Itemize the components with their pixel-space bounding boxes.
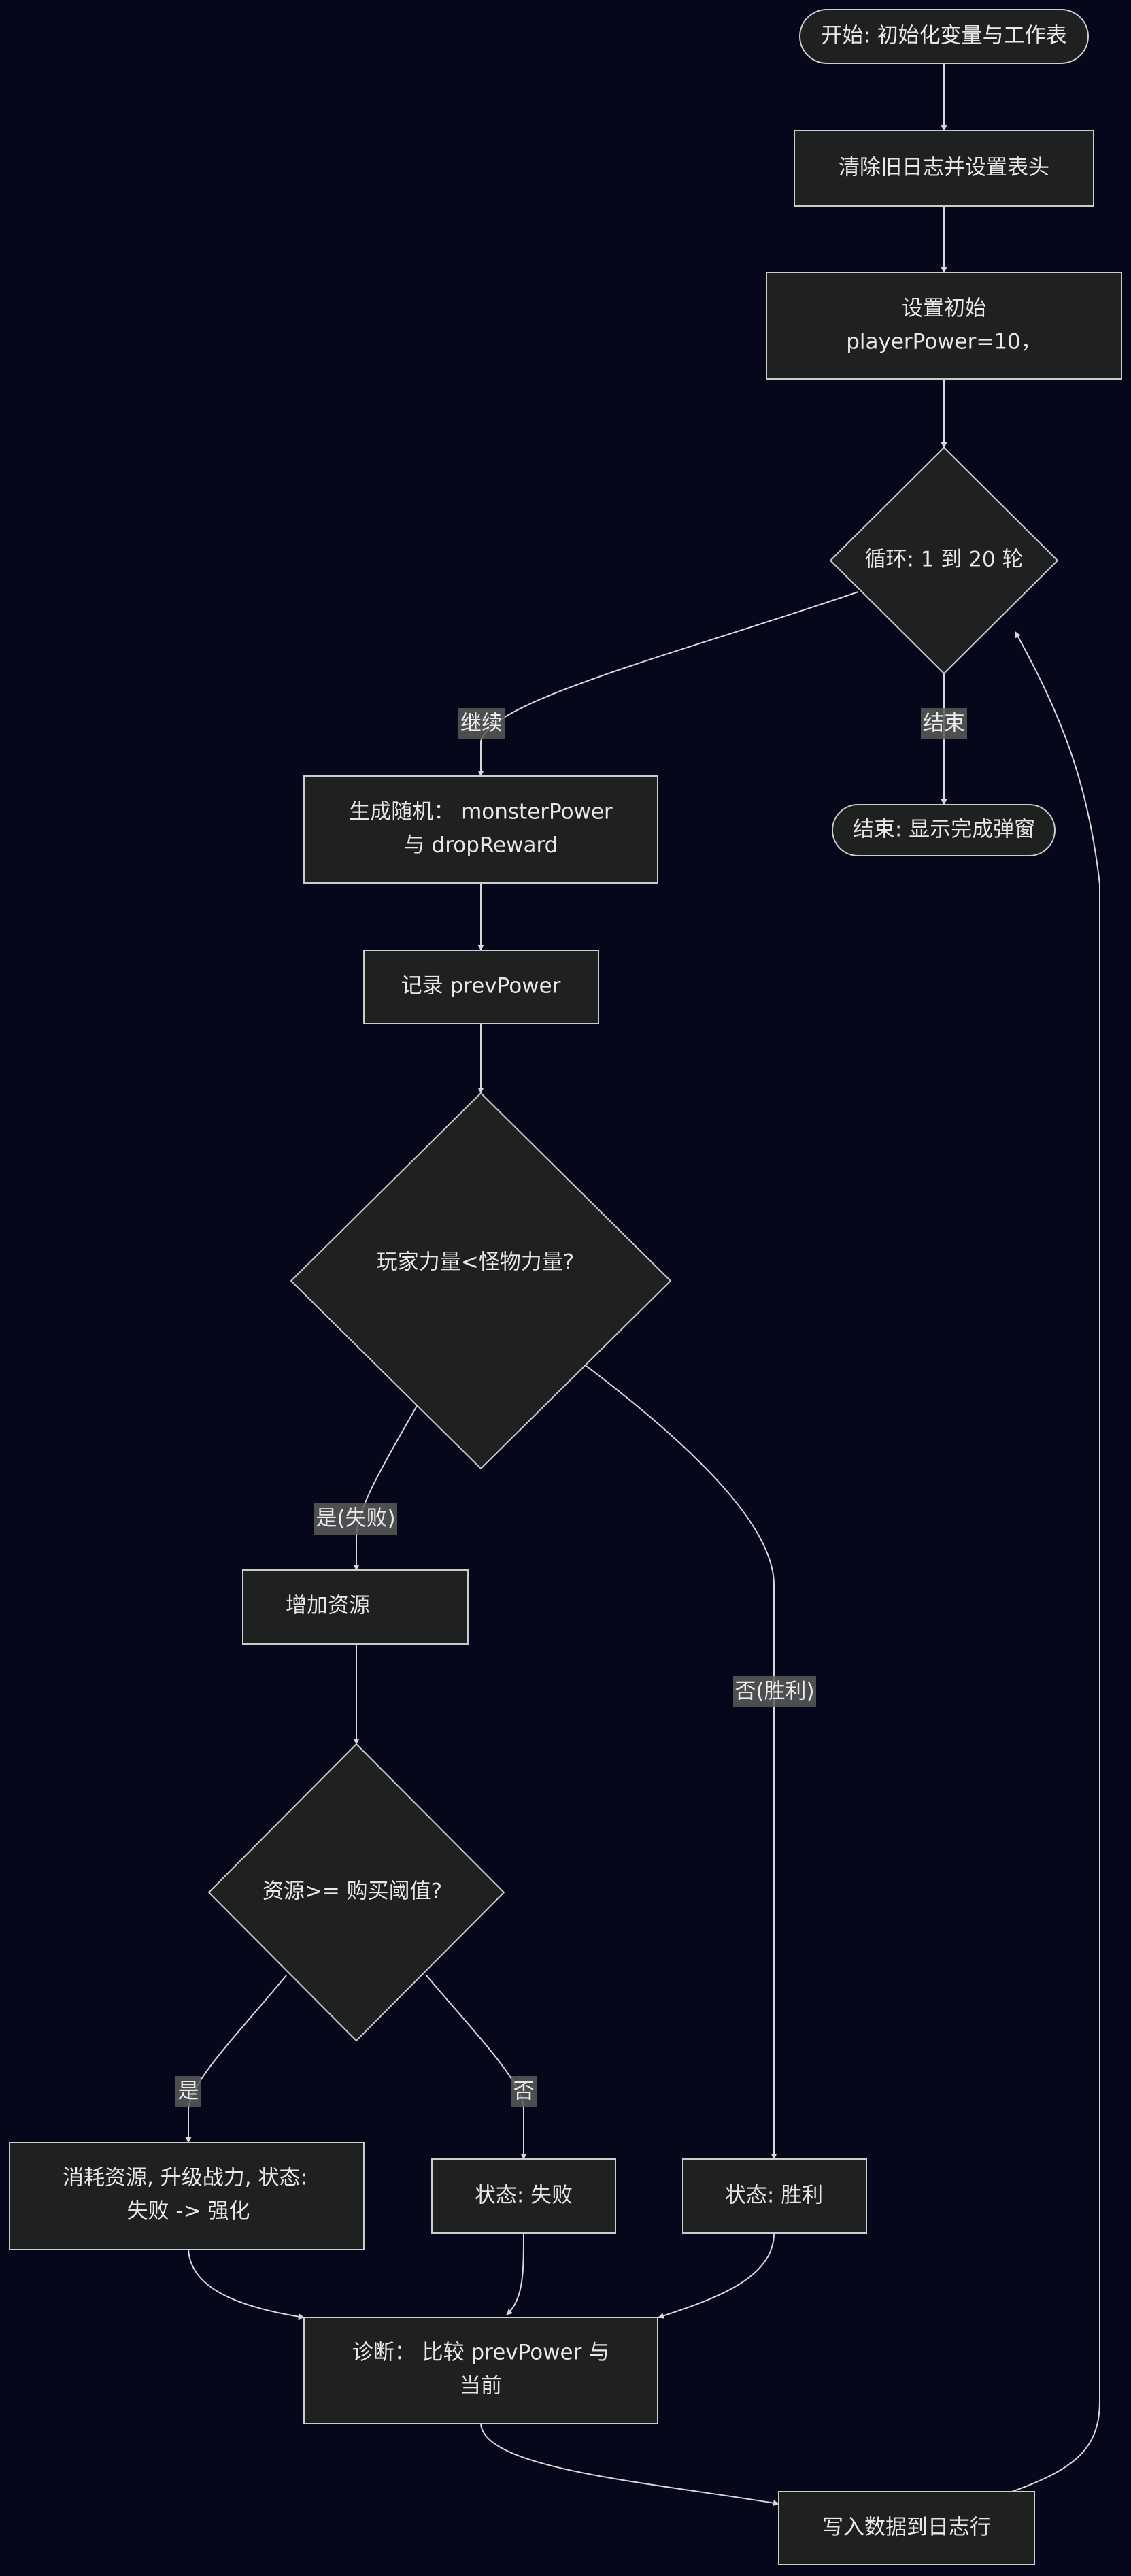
write-log-node: 写入数据到日志行 [778, 2491, 1035, 2565]
edge-label-yes-text: 是 [178, 2079, 199, 2104]
edge-label-no-win-text: 否(胜利) [735, 1679, 814, 1704]
diagnose-node: 诊断： 比较 prevPower 与 当前 [303, 2317, 658, 2424]
status-fail-label: 状态: 失败 [475, 2184, 573, 2208]
edge-label-no-text: 否 [513, 2079, 535, 2104]
init-player-node-label-line2: playerPower=10， [846, 330, 1042, 354]
write-log-label: 写入数据到日志行 [822, 2515, 991, 2540]
edge-label-continue: 继续 [458, 708, 505, 739]
edge-label-no-win: 否(胜利) [733, 1676, 816, 1707]
diagnose-label-line2: 当前 [460, 2374, 502, 2398]
edge-label-yes-fail: 是(失败) [314, 1503, 397, 1535]
status-fail-node: 状态: 失败 [431, 2158, 616, 2234]
edge-label-yes: 是 [175, 2076, 201, 2107]
random-generate-node: 生成随机： monsterPower 与 dropReward [303, 775, 658, 884]
edge-label-finish-text: 结束 [923, 712, 965, 736]
edge-label-continue-text: 继续 [460, 712, 503, 736]
init-player-node: 设置初始 playerPower=10， [766, 272, 1122, 380]
edges [185, 63, 1100, 2507]
start-node: 开始: 初始化变量与工作表 [799, 9, 1089, 64]
edge-diagnose-to-write [480, 2423, 779, 2507]
record-prevpower-label: 记录 prevPower [401, 974, 561, 999]
edge-win-to-diagnose [658, 2232, 775, 2319]
edge-compare-to-add [353, 1404, 418, 1571]
add-resource-node: 增加资源 [242, 1569, 469, 1645]
threshold-decision-node: 资源>= 购买阈值? [207, 1743, 505, 2042]
upgrade-label-line1: 消耗资源, 升级战力, 状态: [63, 2166, 307, 2190]
start-node-label: 开始: 初始化变量与工作表 [821, 24, 1066, 48]
edge-compare-to-win [586, 1365, 777, 2160]
edge-write-to-loop [1011, 631, 1100, 2492]
clear-log-node-label: 清除旧日志并设置表头 [839, 156, 1049, 180]
edge-threshold-to-upgrade [185, 1975, 287, 2143]
init-player-node-label-line1: 设置初始 [902, 297, 986, 321]
random-generate-label-line1: 生成随机： monsterPower [349, 800, 613, 824]
status-win-label: 状态: 胜利 [725, 2184, 823, 2208]
edge-fail-to-diagnose [506, 2232, 524, 2315]
loop-decision-node: 循环: 1 到 20 轮 [829, 446, 1059, 675]
edge-label-yes-fail-text: 是(失败) [316, 1507, 395, 1531]
status-win-node: 状态: 胜利 [682, 2158, 867, 2234]
add-resource-label: 增加资源 [286, 1594, 370, 1618]
edge-loop-to-random [477, 591, 859, 777]
record-prevpower-node: 记录 prevPower [363, 950, 599, 1024]
diagnose-label-line1: 诊断： 比较 prevPower 与 [352, 2341, 609, 2365]
power-compare-label: 玩家力量<怪物力量? [377, 1250, 574, 1275]
upgrade-label-line2: 失败 -> 强化 [127, 2199, 250, 2224]
loop-decision-label: 循环: 1 到 20 轮 [864, 548, 1023, 572]
edge-threshold-to-fail [426, 1975, 527, 2160]
end-node: 结束: 显示完成弹窗 [832, 804, 1056, 856]
end-node-label: 结束: 显示完成弹窗 [853, 818, 1035, 842]
upgrade-node: 消耗资源, 升级战力, 状态: 失败 -> 强化 [9, 2142, 365, 2250]
edge-label-finish: 结束 [921, 708, 967, 739]
edge-label-no: 否 [511, 2076, 537, 2107]
power-compare-decision-node: 玩家力量<怪物力量? [290, 1092, 672, 1470]
edge-upgrade-to-diagnose [188, 2249, 305, 2320]
random-generate-label-line2: 与 dropReward [404, 833, 558, 858]
clear-log-node: 清除旧日志并设置表头 [794, 130, 1094, 207]
threshold-decision-label: 资源>= 购买阈值? [263, 1879, 442, 1904]
